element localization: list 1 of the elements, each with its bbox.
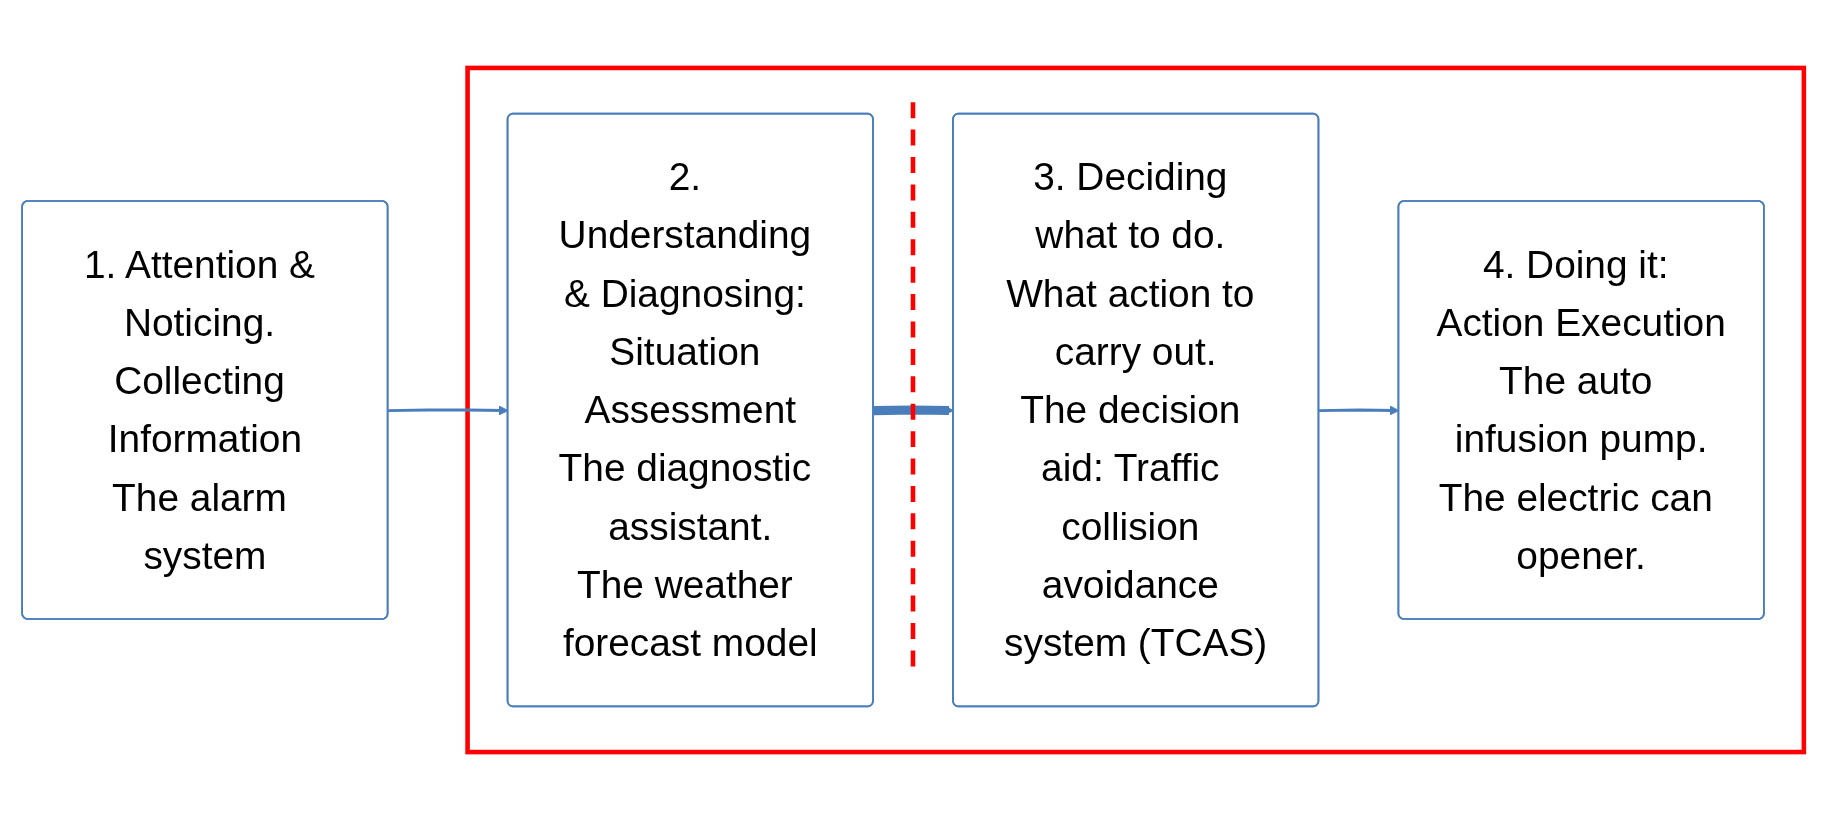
cluster [464, 65, 1806, 754]
